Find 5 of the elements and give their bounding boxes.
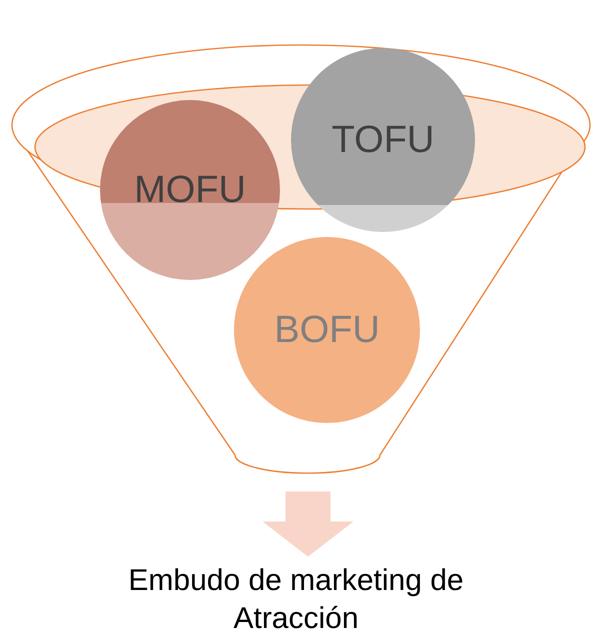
caption-text: Embudo de marketing de Atracción <box>96 556 496 638</box>
block-arrow <box>262 492 354 557</box>
stage-label: BOFU <box>274 308 380 352</box>
stage-label: TOFU <box>332 118 434 162</box>
stage-label: MOFU <box>134 168 246 212</box>
